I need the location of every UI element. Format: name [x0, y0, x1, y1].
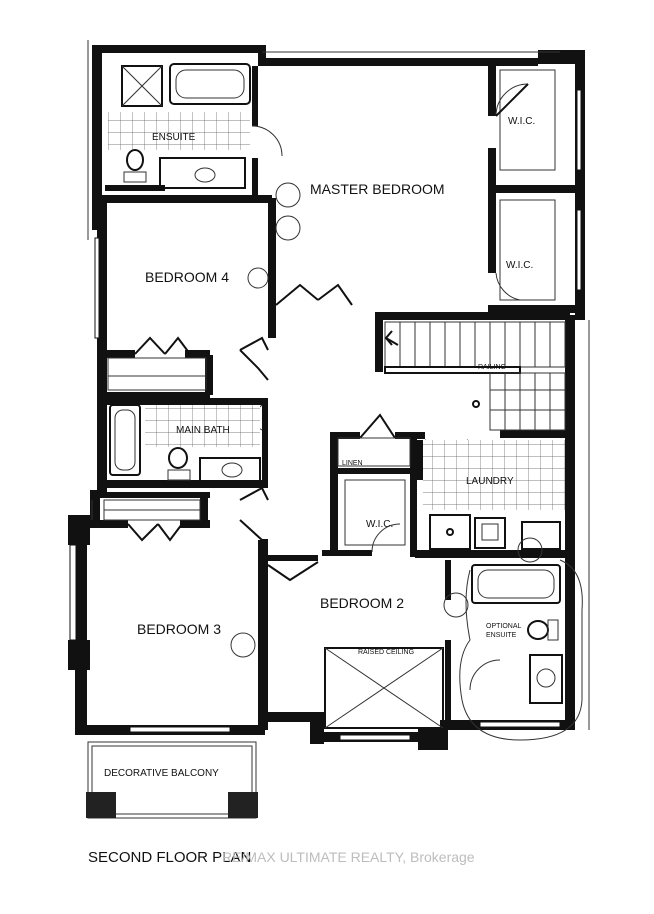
optional-ensuite [459, 559, 583, 741]
wic-small-label: W.I.C. [366, 519, 393, 530]
outlines [87, 40, 590, 730]
decorative-balcony [86, 741, 258, 819]
master-bedroom-label: MASTER BEDROOM [310, 181, 445, 197]
optional-ensuite-label-2: ENSUITE [486, 632, 517, 639]
ensuite-label: ENSUITE [152, 132, 196, 143]
ensuite-vanity [159, 157, 246, 189]
washer [429, 514, 471, 550]
laundry-label: LAUNDRY [466, 476, 514, 487]
closets [103, 357, 207, 521]
room-labels: ENSUITE MASTER BEDROOM W.I.C. W.I.C. BED… [104, 116, 535, 779]
main-bath-vanity [199, 457, 261, 484]
down-label: DOWN [376, 326, 383, 348]
main-bath-label: MAIN BATH [176, 425, 230, 436]
bathtub [169, 63, 251, 105]
decorative-balcony-label: DECORATIVE BALCONY [104, 768, 219, 779]
wic-shelves [495, 69, 556, 301]
raised-ceiling [324, 647, 444, 729]
linen-label: LINEN [342, 460, 363, 467]
door-swings [127, 125, 469, 582]
plan-title: SECOND FLOOR PLAN [88, 849, 251, 866]
wic-mid-label: W.I.C. [506, 260, 533, 271]
ensuite-fixtures [108, 63, 251, 189]
raised-ceiling-label: RAISED CEILING [358, 649, 414, 656]
optional-tub [471, 564, 561, 604]
exterior-walls [68, 45, 585, 750]
ensuite-tile-floor [108, 112, 250, 150]
laundry-area [423, 440, 565, 550]
main-bath-toilet [168, 447, 188, 469]
bedroom-2-label: BEDROOM 2 [320, 595, 404, 611]
staircase [384, 321, 566, 431]
bedroom-4-label: BEDROOM 4 [145, 269, 229, 285]
interior-walls [88, 66, 578, 730]
shower [121, 65, 163, 107]
bedroom-3-label: BEDROOM 3 [137, 621, 221, 637]
railing-label: RAILING [478, 364, 506, 371]
small-wic [337, 437, 411, 546]
optional-ensuite-label-1: OPTIONAL [486, 623, 522, 630]
laundry-tub [474, 517, 506, 549]
dryer [521, 521, 561, 550]
watermark: RE/MAX ULTIMATE REALTY, Brokerage [222, 849, 475, 865]
wic-top-label: W.I.C. [508, 116, 535, 127]
outlets [230, 182, 543, 658]
windows [69, 89, 582, 741]
main-bath-fixtures [109, 404, 261, 484]
main-bath-tub [109, 404, 141, 476]
ensuite-toilet [126, 149, 144, 171]
railing [384, 366, 521, 374]
